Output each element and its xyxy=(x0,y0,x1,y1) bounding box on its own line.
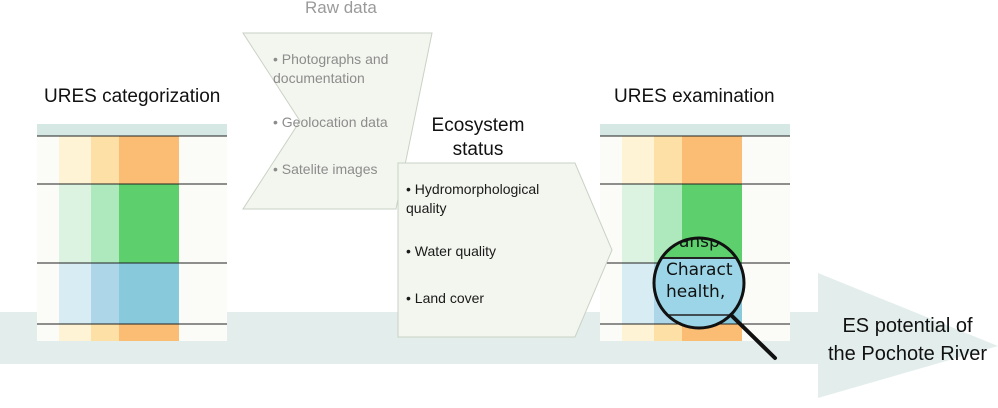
band-cell-green xyxy=(119,184,179,263)
band-cell-blue xyxy=(59,263,91,324)
band-cell-orange-bottom xyxy=(622,324,654,341)
magnifier-partial-word: ransp xyxy=(672,238,720,252)
band-cell-blue xyxy=(91,263,119,324)
raw-data-panel xyxy=(242,32,433,210)
magnifier-line-2: health, xyxy=(666,282,726,302)
band-cell-blue xyxy=(622,263,654,324)
band-cell-orange xyxy=(59,136,91,184)
magnifier-lens xyxy=(652,236,777,360)
es-potential-label: ES potential of the Pochote River xyxy=(828,315,987,365)
ecosystem-status-title: Ecosystem status xyxy=(431,115,525,160)
band-cell-blue xyxy=(119,263,179,324)
band-cell-orange-bottom xyxy=(119,324,179,341)
ecosystem-status-panel xyxy=(397,162,613,338)
band-cell-orange xyxy=(91,136,119,184)
band-cell-green xyxy=(622,184,654,263)
eco-item-water-quality: • Water quality xyxy=(406,243,496,259)
band-cell-orange-bottom xyxy=(91,324,119,341)
eco-item-land-cover: • Land cover xyxy=(406,290,485,306)
table-header-strip xyxy=(37,124,227,136)
raw-data-item-photographs: • Photographs and documentation xyxy=(273,51,389,86)
band-cell-green xyxy=(59,184,91,263)
magnifier-text-window: ransp Charact health, xyxy=(654,238,744,328)
band-cell-orange xyxy=(682,136,742,184)
ures-categorization-table xyxy=(37,124,227,341)
band-cell-orange xyxy=(119,136,179,184)
raw-data-title: Raw data xyxy=(305,0,377,17)
raw-data-item-satellite: • Satelite images xyxy=(273,161,378,177)
magnifier-handle xyxy=(729,313,777,360)
band-cell-orange xyxy=(654,136,682,184)
band-cell-orange xyxy=(622,136,654,184)
band-cell-orange-bottom xyxy=(59,324,91,341)
eco-item-hydromorphological: • Hydromorphological quality xyxy=(406,181,540,216)
band-cell-green xyxy=(91,184,119,263)
band-cell-orange-bottom xyxy=(654,324,682,341)
raw-data-item-geolocation: • Geolocation data xyxy=(273,114,388,130)
magnifier-line-1: Charact xyxy=(666,260,733,280)
table-header-strip xyxy=(600,124,790,136)
ures-categorization-title: URES categorization xyxy=(44,86,221,107)
ures-examination-title: URES examination xyxy=(614,86,775,107)
